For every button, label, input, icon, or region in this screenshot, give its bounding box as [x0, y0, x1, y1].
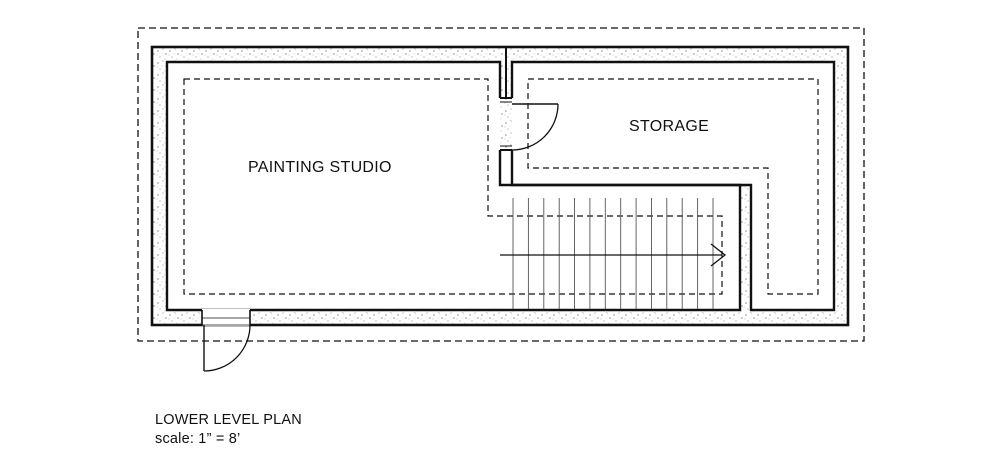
- plan-scale: scale: 1” = 8’: [155, 431, 241, 447]
- door-swing-icon: [500, 101, 559, 151]
- plan-title: LOWER LEVEL PLAN: [155, 412, 302, 428]
- room-label-storage: STORAGE: [629, 118, 709, 135]
- wall-mass: [152, 47, 848, 325]
- exterior-wall: [150, 45, 850, 327]
- footprint-dashed-outline: [137, 27, 865, 342]
- studio-dashed-line: [183, 78, 723, 295]
- storage-wall: [510, 60, 836, 312]
- exterior-door-opening: [202, 309, 250, 326]
- storage-dashed-line: [527, 78, 819, 295]
- plan-caption: LOWER LEVEL PLAN scale: 1” = 8’: [155, 411, 302, 449]
- arrow-right-icon: [500, 243, 727, 267]
- stair: [512, 198, 714, 309]
- room-label-painting-studio: PAINTING STUDIO: [248, 159, 392, 176]
- door-swing-icon: [203, 324, 251, 372]
